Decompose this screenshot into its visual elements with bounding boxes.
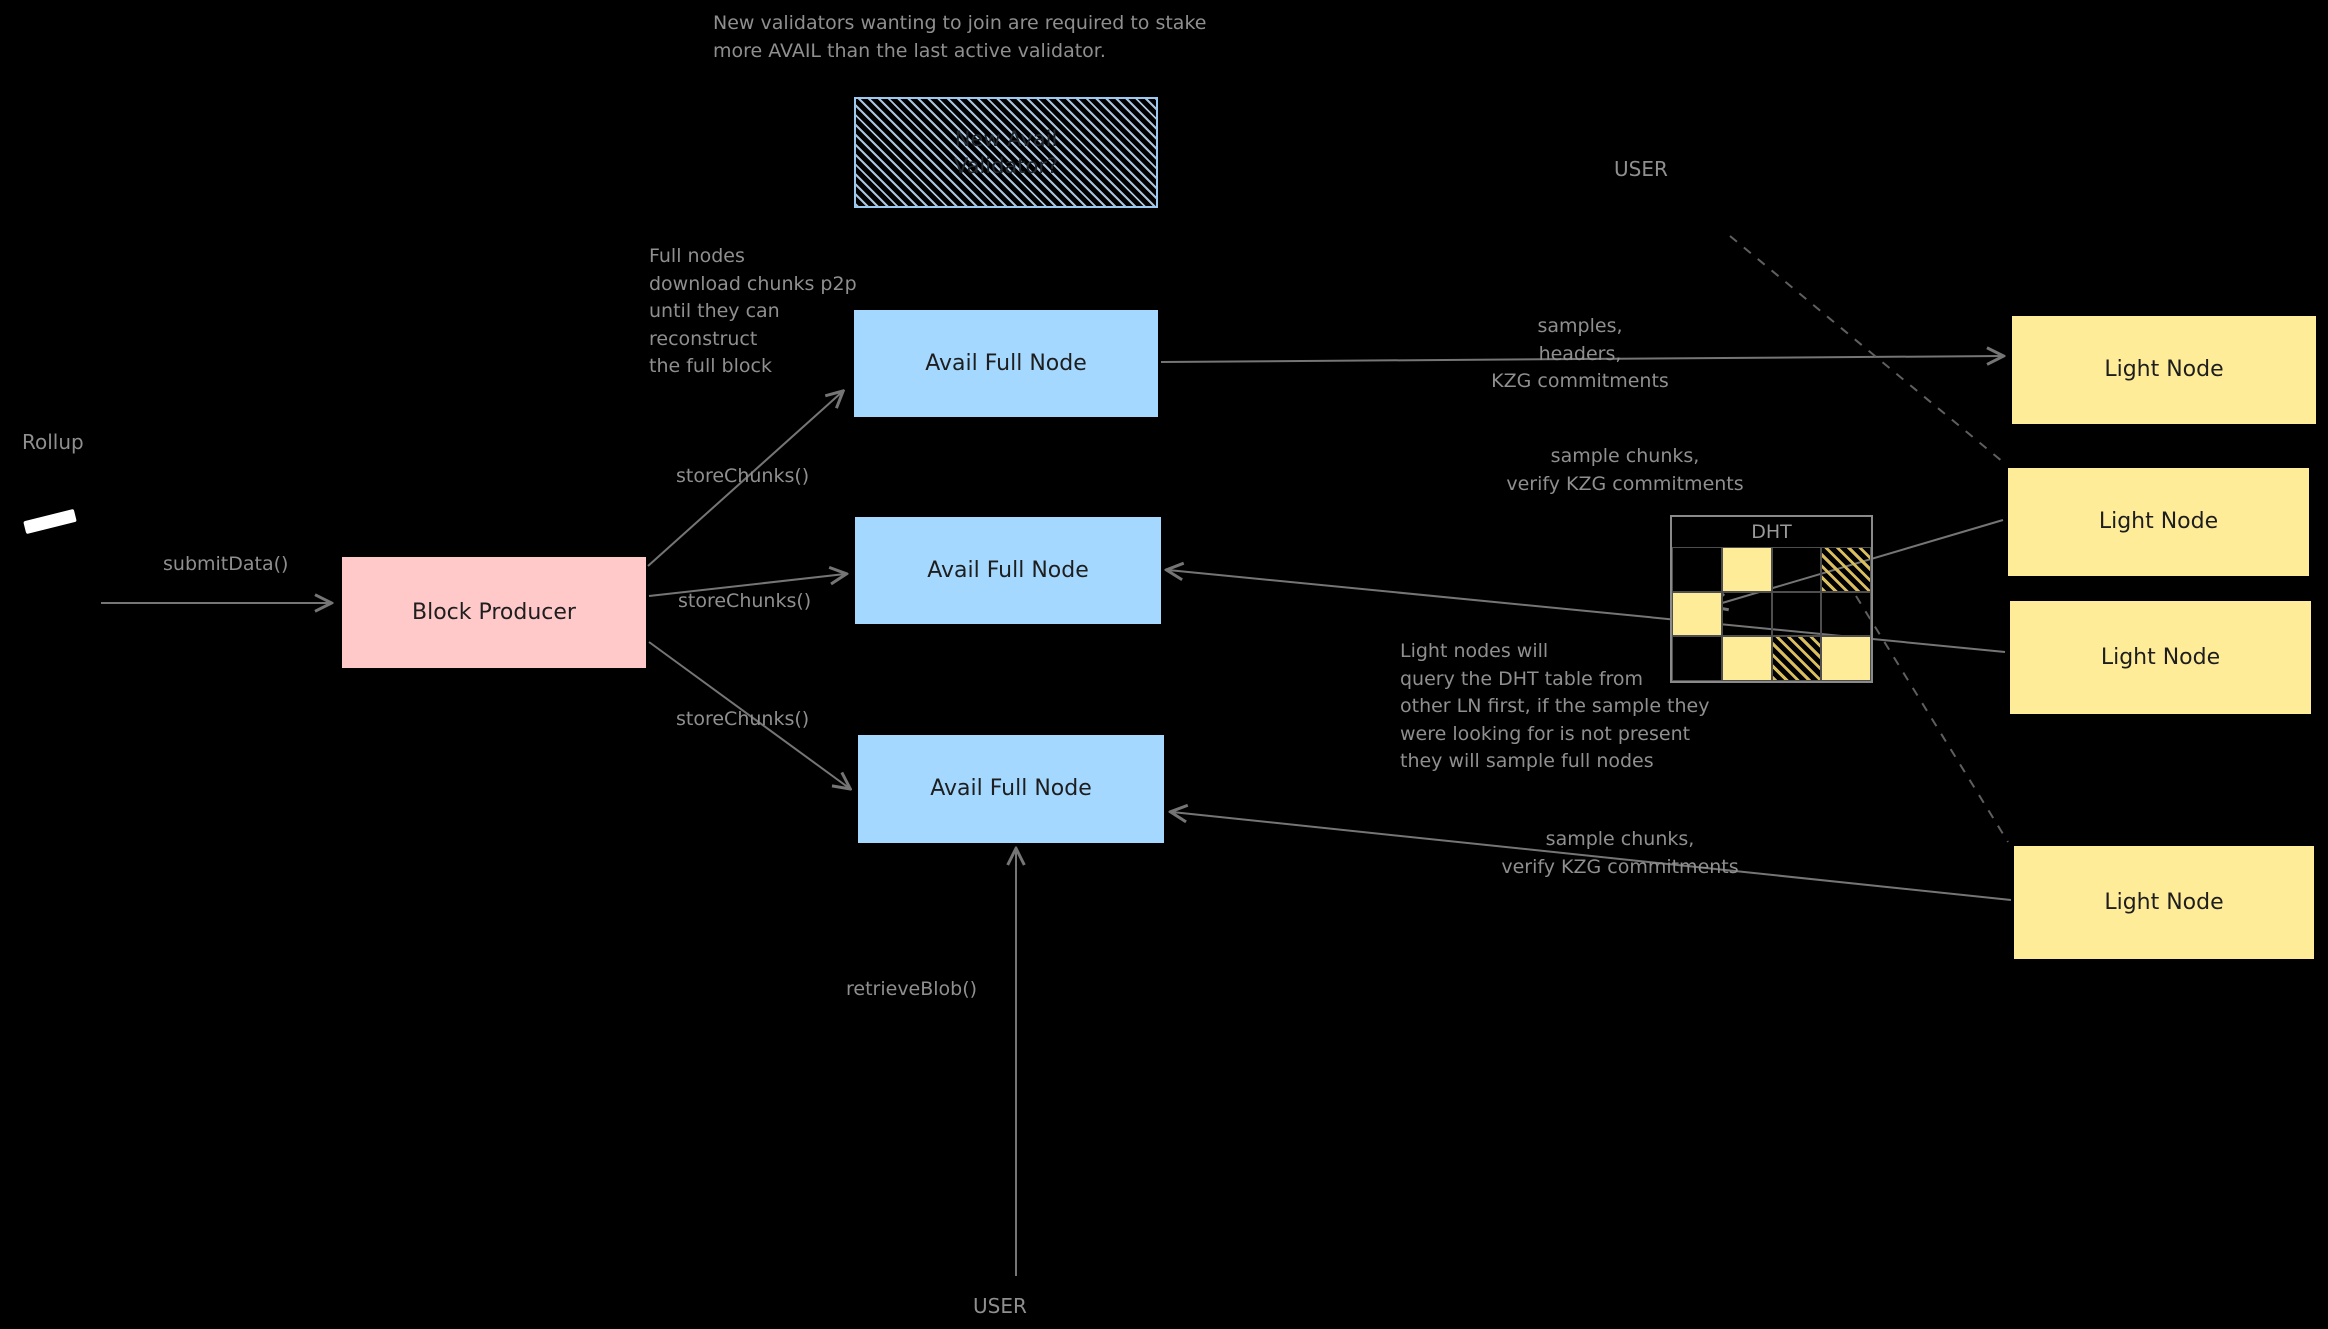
edge-user-dashed-bottom: [1855, 595, 2009, 843]
dht-cell: [1672, 547, 1722, 592]
retrieve-blob-label: retrieveBlob(): [846, 978, 978, 1000]
validator-node-label: New Avail Validator?: [953, 127, 1059, 178]
store-chunks-1-label: storeChunks(): [676, 465, 810, 487]
edge-store-chunks-1: [647, 392, 842, 567]
light-node-4: Light Node: [2014, 846, 2314, 959]
dht-cell: [1771, 547, 1822, 592]
dht-label: DHT: [1751, 521, 1792, 543]
store-chunks-3-label: storeChunks(): [676, 708, 810, 730]
full-node-2-label: Avail Full Node: [927, 557, 1089, 583]
dht-cell: [1721, 547, 1772, 592]
light-node-1-label: Light Node: [2104, 357, 2224, 383]
light-node-note: Light nodes will query the DHT table fro…: [1400, 640, 1710, 773]
full-node-1: Avail Full Node: [854, 310, 1158, 417]
rollup-label: Rollup: [22, 430, 84, 454]
samples-headers-label: samples, headers, KZG commitments: [1491, 315, 1669, 393]
full-node-note: Full nodes download chunks p2p until the…: [649, 245, 857, 378]
light-node-4-label: Light Node: [2104, 889, 2224, 915]
validator-note: New validators wanting to join are requi…: [713, 12, 1207, 62]
light-node-2: Light Node: [2008, 468, 2309, 576]
dht-cell: [1821, 636, 1871, 681]
dht-cell: [1771, 591, 1822, 637]
sample-chunks-top-label: sample chunks, verify KZG commitments: [1506, 445, 1744, 495]
full-node-3: Avail Full Node: [858, 735, 1164, 843]
light-node-2-label: Light Node: [2098, 509, 2219, 535]
full-node-2: Avail Full Node: [855, 517, 1161, 624]
full-node-1-label: Avail Full Node: [925, 350, 1087, 376]
light-node-1: Light Node: [2012, 316, 2316, 424]
dht-cell: [1821, 547, 1871, 592]
dht-cell: [1721, 591, 1772, 637]
edge-samples-headers: [1160, 356, 2002, 362]
dht-cell: [1672, 591, 1722, 637]
full-node-3-label: Avail Full Node: [930, 776, 1092, 802]
dht-cell: [1821, 591, 1871, 637]
validator-node: New Avail Validator?: [854, 97, 1158, 208]
dht-cell: [1672, 636, 1722, 681]
edge-store-chunks-3: [648, 641, 849, 788]
dht-cell: [1721, 636, 1772, 681]
dht-table: DHT: [1670, 515, 1873, 683]
block-producer-node: Block Producer: [342, 557, 646, 668]
user-top-label: USER: [1614, 157, 1668, 181]
light-node-3-label: Light Node: [2100, 644, 2221, 670]
user-bottom-label: USER: [973, 1294, 1027, 1318]
submit-data-label: submitData(): [163, 553, 289, 575]
sample-chunks-bottom-label: sample chunks, verify KZG commitments: [1501, 828, 1739, 878]
block-producer-label: Block Producer: [412, 599, 576, 625]
edge-sample-chunks-bottom: [1172, 812, 2012, 901]
edge-user-dashed-top: [1729, 235, 2004, 463]
dht-cell: [1771, 636, 1822, 681]
store-chunks-2-label: storeChunks(): [678, 590, 812, 612]
edge-store-chunks-2: [648, 574, 845, 597]
light-node-3: Light Node: [2010, 601, 2311, 714]
